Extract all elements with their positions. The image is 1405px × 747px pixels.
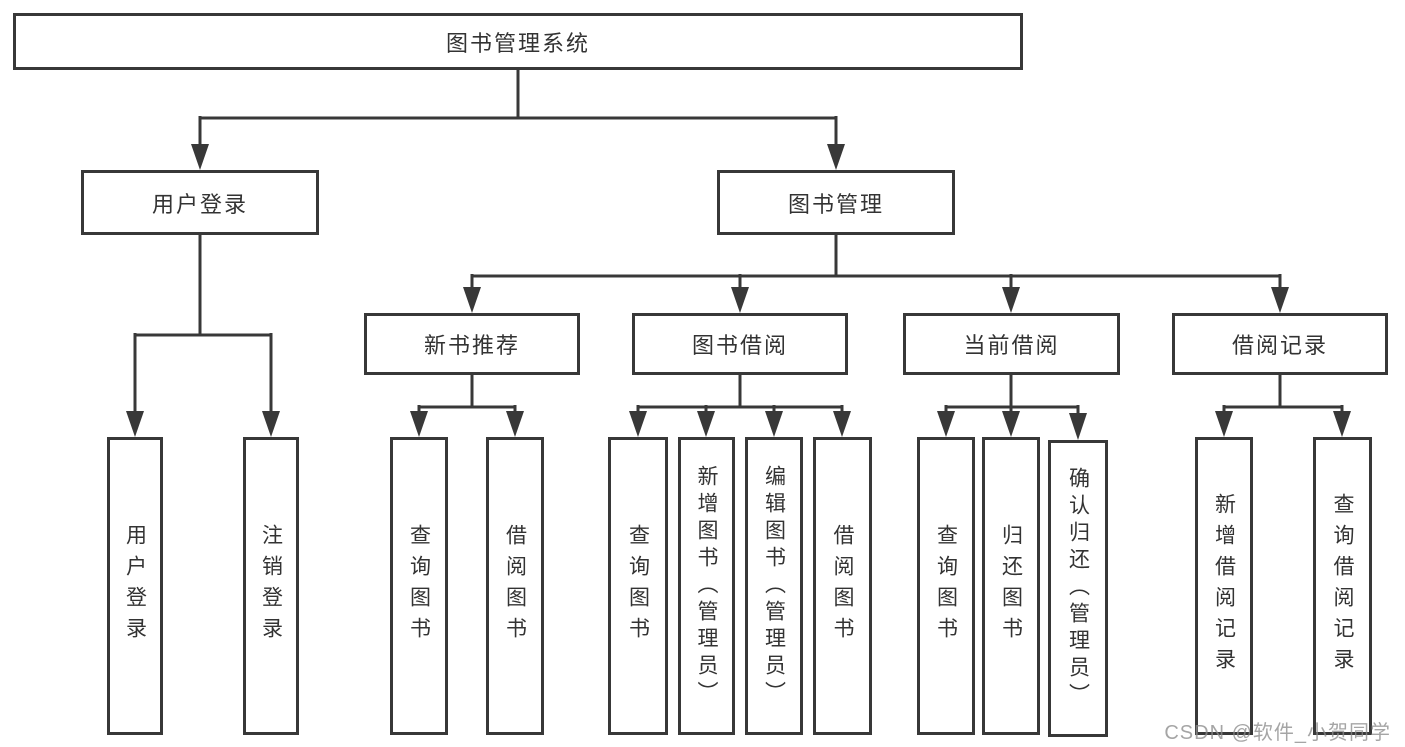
leaf-query-books-recommend: 查询图书 (390, 437, 448, 735)
leaf-borrow-books-borrow: 借阅图书 (813, 437, 872, 735)
watermark: CSDN @软件_小贺同学 (1164, 722, 1391, 744)
node-book-management: 图书管理 (717, 170, 955, 235)
connector-records-to-leaves (1215, 375, 1351, 437)
node-borrow-records: 借阅记录 (1172, 313, 1388, 375)
leaf-query-books-borrow-label: 查询图书 (626, 524, 650, 648)
connector-root-to-branches (191, 69, 845, 170)
leaf-query-books-current-label: 查询图书 (934, 524, 958, 648)
leaf-logout-label: 注销登录 (259, 524, 283, 648)
leaf-borrow-books-borrow-label: 借阅图书 (831, 524, 854, 648)
leaf-logout: 注销登录 (243, 437, 299, 735)
leaf-add-borrow-record: 新增借阅记录 (1195, 437, 1253, 735)
connector-current-to-leaves (937, 375, 1087, 440)
leaf-confirm-return-admin-label: 确认归还（管理员） (1066, 467, 1090, 710)
leaf-return-books: 归还图书 (982, 437, 1040, 735)
leaf-return-books-label: 归还图书 (999, 524, 1023, 648)
connector-mgmt-to-sections (463, 235, 1289, 313)
node-user-login: 用户登录 (81, 170, 319, 235)
connector-login-to-leaves (126, 235, 280, 437)
leaf-user-login: 用户登录 (107, 437, 163, 735)
node-current-borrow: 当前借阅 (903, 313, 1120, 375)
leaf-borrow-books-recommend: 借阅图书 (486, 437, 544, 735)
connector-borrow-to-leaves (629, 375, 851, 437)
node-book-borrow: 图书借阅 (632, 313, 848, 375)
leaf-add-borrow-record-label: 新增借阅记录 (1212, 493, 1236, 679)
node-root: 图书管理系统 (13, 13, 1023, 70)
leaf-add-book-admin-label: 新增图书（管理员） (695, 464, 718, 708)
leaf-query-books-current: 查询图书 (917, 437, 975, 735)
node-new-book-recommend: 新书推荐 (364, 313, 580, 375)
leaf-borrow-books-recommend-label: 借阅图书 (503, 524, 527, 648)
leaf-query-books-recommend-label: 查询图书 (407, 524, 431, 648)
leaf-user-login-label: 用户登录 (123, 524, 147, 648)
leaf-confirm-return-admin: 确认归还（管理员） (1048, 440, 1108, 737)
leaf-edit-book-admin-label: 编辑图书（管理员） (762, 464, 786, 708)
leaf-edit-book-admin: 编辑图书（管理员） (745, 437, 803, 735)
leaf-query-books-borrow: 查询图书 (608, 437, 668, 735)
connector-recommend-to-leaves (410, 375, 524, 437)
leaf-add-book-admin: 新增图书（管理员） (678, 437, 735, 735)
leaf-query-borrow-record: 查询借阅记录 (1313, 437, 1372, 735)
leaf-query-borrow-record-label: 查询借阅记录 (1331, 493, 1354, 679)
